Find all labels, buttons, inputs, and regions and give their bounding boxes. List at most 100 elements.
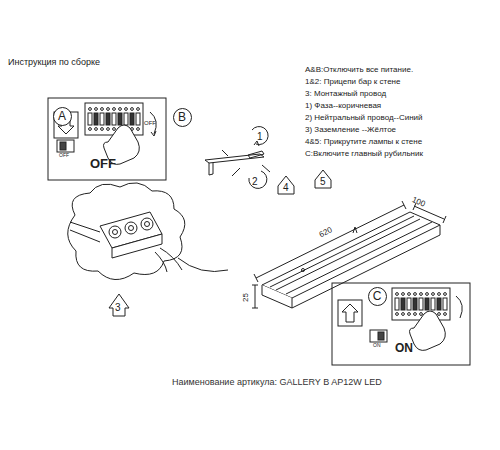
breaker-switch [112, 113, 116, 125]
screw-arrow [262, 165, 270, 172]
switch-state: OFF [90, 157, 116, 171]
callout-arrow [315, 170, 331, 188]
dimension: 620 [318, 226, 334, 240]
wire [160, 248, 182, 270]
turn-arrow [456, 296, 462, 318]
terminal-screw [119, 108, 122, 111]
terminal-screw [426, 293, 429, 296]
breaker-switch [443, 298, 447, 310]
instruction-line: 3) Заземление --Жёлтое [305, 126, 396, 135]
switch-icon [370, 330, 387, 342]
terminal-screw [396, 293, 399, 296]
breaker-switch [100, 113, 104, 125]
breaker-switch [106, 113, 110, 125]
up-arrow [342, 304, 358, 322]
breaker-switch [124, 113, 128, 125]
step-letter: B [173, 108, 192, 127]
title: Инструкция по сборке [8, 58, 100, 68]
screw-arrow [222, 150, 228, 156]
dimension: 25 [242, 293, 251, 302]
terminal-screw [444, 293, 447, 296]
instruction-line: C:Включите главный рубильник [305, 150, 423, 159]
wall-bar [205, 154, 264, 163]
panel-frame [48, 98, 166, 180]
terminal-screw [396, 313, 399, 316]
hand [410, 311, 446, 350]
screw-arrow [232, 168, 240, 176]
instruction-line: 4&5: Прикрутите лампы к стене [305, 138, 422, 147]
terminal-screw [402, 313, 405, 316]
callout-arrow [252, 127, 268, 145]
caption: Наименование артикула: GALLERY B AP12W L… [172, 378, 382, 388]
arrow-box [338, 300, 362, 326]
terminal-screw [438, 313, 441, 316]
switch-state: ON [373, 343, 381, 349]
turn-arrow-head [151, 131, 156, 136]
terminal-screw [402, 293, 405, 296]
callout-number: 1 [257, 131, 263, 142]
callout-number: 2 [252, 176, 258, 187]
breaker-panel [85, 103, 143, 135]
panel-frame [332, 283, 470, 365]
breaker-switch [431, 298, 435, 310]
callout-number: 5 [320, 176, 326, 187]
terminal-screw [95, 128, 98, 131]
breaker-switch [401, 298, 405, 310]
terminal-screw [113, 108, 116, 111]
instruction-line: 3: Монтажный провод [305, 90, 386, 99]
instruction-line: A&B:Отключить все питание. [305, 66, 413, 75]
switch-lever [378, 332, 384, 340]
terminal-screw [125, 108, 128, 111]
callout-number: 4 [283, 182, 289, 193]
letter: C [373, 290, 382, 302]
terminal-screw [107, 108, 110, 111]
terminal-screw [420, 313, 423, 316]
letter: A [58, 110, 66, 122]
switch-lever [60, 142, 66, 150]
terminal-screw [137, 108, 140, 111]
wire [155, 252, 167, 272]
breaker-switch [437, 298, 441, 310]
breaker-switch [395, 298, 399, 310]
terminal-screw [137, 128, 140, 131]
breaker-switch [118, 113, 122, 125]
switch-icon [57, 140, 74, 152]
instruction-line: 1&2: Прицепи бар к стене [305, 78, 400, 87]
callout-arrow [249, 171, 267, 188]
breaker-switch [413, 298, 417, 310]
terminal-screw [408, 313, 411, 316]
terminal-screw [131, 108, 134, 111]
wire [70, 230, 100, 242]
lamp-end [262, 285, 292, 308]
dimension-line [254, 201, 406, 282]
breaker-switch [136, 113, 140, 125]
instruction-line: 2) Нейтральный провод--Синий [305, 114, 423, 123]
terminal-screw [107, 128, 110, 131]
breaker-switch [425, 298, 429, 310]
screw-hole [302, 269, 305, 272]
terminal-screw [432, 293, 435, 296]
instruction-line: 1) Фаза--коричневая [305, 102, 381, 111]
terminal-screw [101, 128, 104, 131]
lamp-rail [270, 216, 432, 294]
dimension: 100 [410, 196, 426, 209]
bar-hook [209, 163, 213, 175]
terminal-screw [89, 128, 92, 131]
breaker-switch [130, 113, 134, 125]
step-letter: A [53, 107, 72, 126]
terminal-screw [101, 108, 104, 111]
detail-cloud [68, 183, 185, 280]
callout-arrow [278, 176, 294, 194]
switch-state: OFF [144, 120, 156, 127]
terminal-screw [438, 293, 441, 296]
terminal-screw [113, 128, 116, 131]
switch-state: ON [395, 342, 413, 355]
lamp-top [262, 212, 440, 298]
wire [70, 222, 100, 232]
terminal-screw [420, 293, 423, 296]
callout-number: 3 [115, 302, 121, 313]
terminal-screw [414, 313, 417, 316]
cloud-tail [178, 258, 228, 272]
terminal-screw [444, 313, 447, 316]
breaker-switch [88, 113, 92, 125]
